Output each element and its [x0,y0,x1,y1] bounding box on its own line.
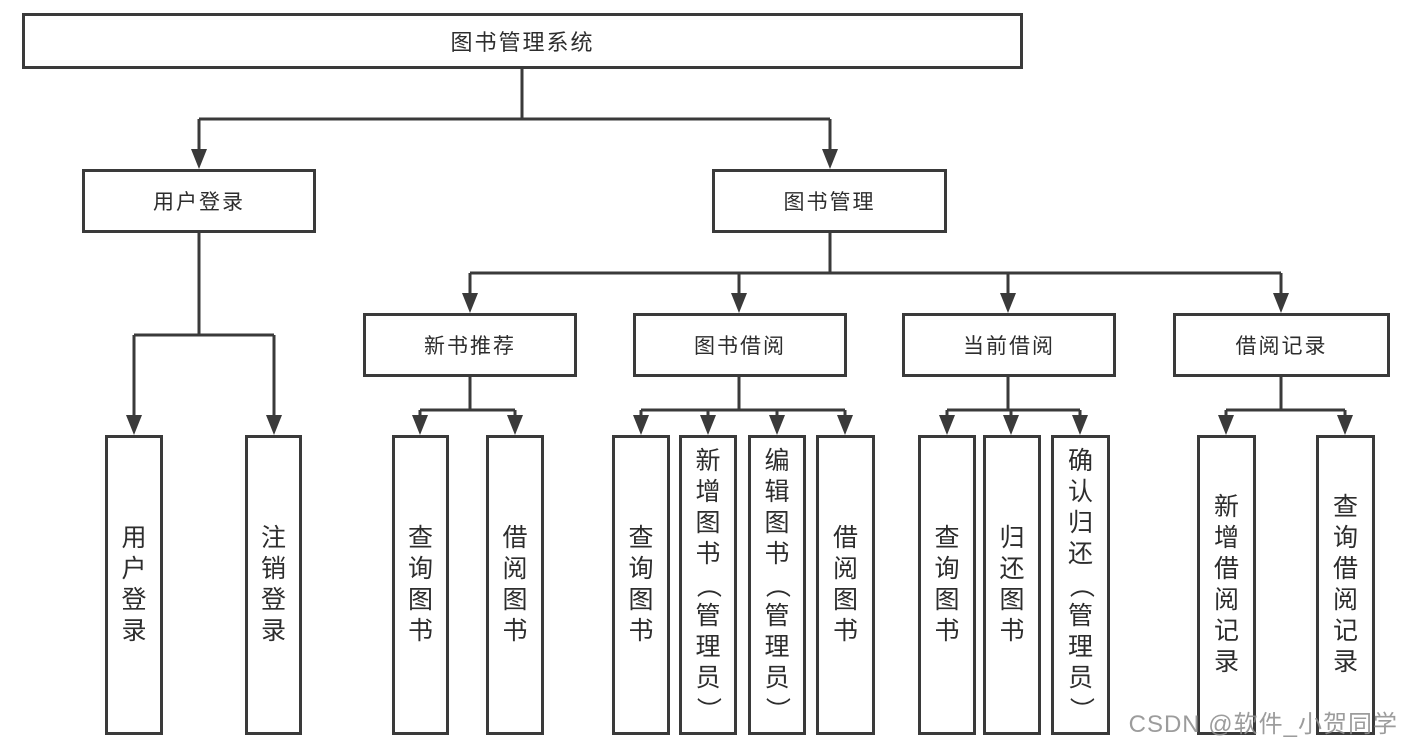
leaf-recommend-borrow-books-label: 借阅图书 [502,524,528,645]
leaf-edit-books-admin-label: 编辑图书（管理员） [763,446,792,722]
leaf-add-borrow-record-label: 新增借阅记录 [1213,493,1239,676]
leaf-current-query-books: 查询图书 [918,435,976,735]
node-current-borrow-label: 当前借阅 [963,335,1055,358]
leaf-borrow-books-label: 借阅图书 [832,524,858,645]
leaf-edit-books-admin: 编辑图书（管理员） [748,435,806,735]
node-book-borrow-label: 图书借阅 [694,335,786,358]
connector-stems [132,69,1347,418]
leaf-query-borrow-record: 查询借阅记录 [1316,435,1375,735]
watermark: CSDN @软件_小贺同学 [1128,711,1398,738]
node-library-system: 图书管理系统 [22,13,1023,69]
leaf-query-borrow-record-label: 查询借阅记录 [1332,493,1358,676]
node-current-borrow: 当前借阅 [902,313,1116,377]
leaf-return-books: 归还图书 [983,435,1041,735]
leaf-borrow-query-books-label: 查询图书 [628,524,654,645]
node-borrow-records: 借阅记录 [1173,313,1390,377]
node-new-book-recommend-label: 新书推荐 [424,335,516,358]
leaf-user-login: 用户登录 [105,435,163,735]
node-book-management-label: 图书管理 [783,191,876,214]
leaf-confirm-return-admin: 确认归还（管理员） [1051,435,1110,735]
node-user-login: 用户登录 [82,169,316,233]
leaf-recommend-query-books: 查询图书 [392,435,449,735]
leaf-add-borrow-record: 新增借阅记录 [1197,435,1256,735]
leaf-recommend-query-books-label: 查询图书 [407,524,433,645]
node-book-management: 图书管理 [712,169,947,233]
leaf-add-books-admin: 新增图书（管理员） [679,435,737,735]
node-library-system-label: 图书管理系统 [450,30,595,55]
node-borrow-records-label: 借阅记录 [1235,335,1328,358]
leaf-user-login-label: 用户登录 [121,524,147,645]
node-book-borrow: 图书借阅 [633,313,847,377]
leaf-borrow-query-books: 查询图书 [612,435,670,735]
leaf-logout: 注销登录 [245,435,302,735]
leaf-borrow-books: 借阅图书 [816,435,875,735]
leaf-return-books-label: 归还图书 [999,524,1025,645]
node-user-login-label: 用户登录 [153,191,245,214]
leaf-current-query-books-label: 查询图书 [934,524,960,645]
leaf-logout-label: 注销登录 [260,524,286,645]
leaf-add-books-admin-label: 新增图书（管理员） [694,446,723,722]
leaf-recommend-borrow-books: 借阅图书 [486,435,544,735]
leaf-confirm-return-admin-label: 确认归还（管理员） [1066,446,1095,722]
node-new-book-recommend: 新书推荐 [363,313,577,377]
